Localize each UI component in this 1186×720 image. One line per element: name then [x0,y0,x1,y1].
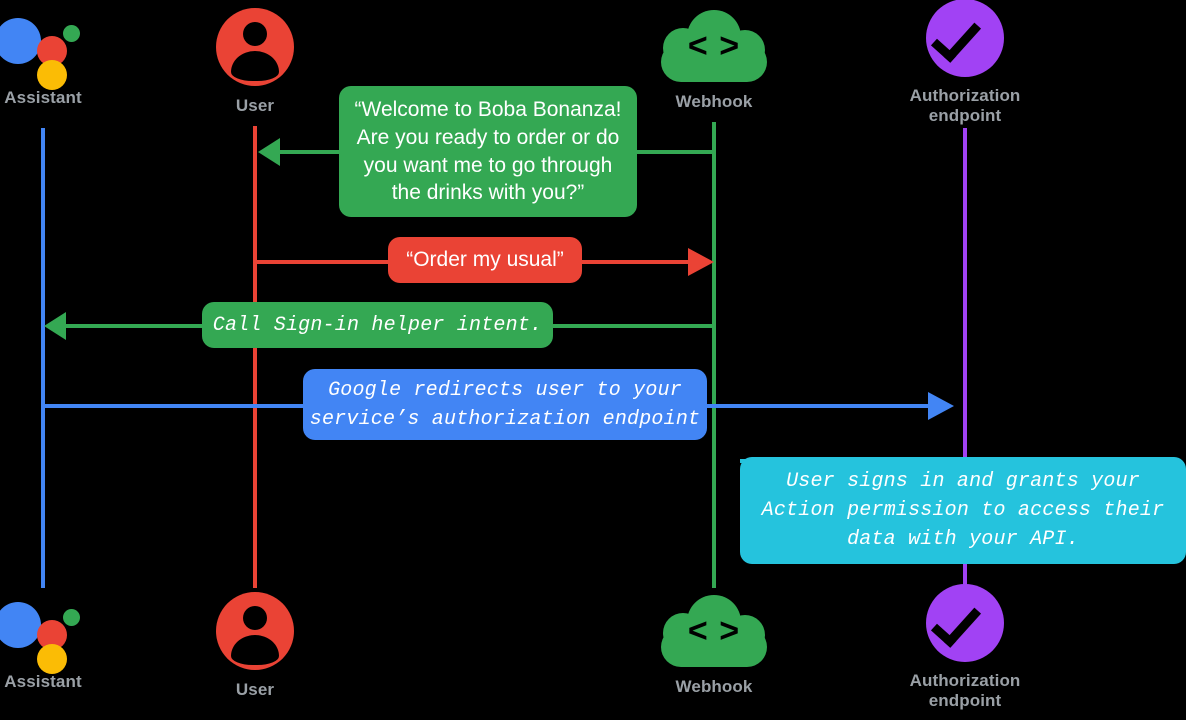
user-body [231,51,279,81]
message-text-welcome: “Welcome to Boba Bonanza! Are you ready … [354,97,622,205]
lifeline-webhook [712,122,716,588]
actor-user-bottom: User [165,592,345,700]
code-brackets-glyph: < > [687,612,741,650]
user-head [243,606,267,630]
user-body [231,635,279,665]
assistant-dot-green [63,25,80,42]
message-bubble-redirect: Google redirects user to your service’s … [303,369,707,440]
user-avatar-icon-bottom [216,592,294,670]
actor-label-webhook-bottom: Webhook [675,677,753,696]
lifeline-auth [963,128,967,588]
cloud-code-icon: < > [659,10,769,84]
assistant-dot-blue [0,18,41,64]
message-text-order: “Order my usual” [406,248,564,272]
purple-check-circle-icon [926,0,1004,77]
assistant-dot-green [63,609,80,626]
auth-circle [926,0,1004,77]
google-assistant-icon [0,8,93,90]
message-bubble-order: “Order my usual” [388,237,582,283]
actor-label-user: User [235,96,275,115]
cloud-base [661,42,767,82]
actor-webhook-bottom: < > Webhook [624,595,804,697]
actor-auth-bottom: Authorization endpoint [875,584,1055,710]
actor-auth-top: Authorization endpoint [875,0,1055,125]
message-bubble-signin: Call Sign-in helper intent. [202,302,553,348]
assistant-dot-yellow [37,60,67,90]
code-brackets-glyph: < > [687,27,741,65]
actor-assistant-bottom: Assistant [0,592,133,692]
arrowhead-order [688,248,714,276]
arrowhead-welcome [258,138,280,166]
google-assistant-icon-bottom [0,592,93,674]
lifeline-user [253,126,257,588]
actor-label-auth-bottom: Authorization endpoint [909,671,1021,710]
message-text-redirect: Google redirects user to your service’s … [309,378,701,431]
message-text-grant: User signs in and grants your Action per… [761,470,1165,551]
actor-label-assistant: Assistant [4,88,82,107]
actor-user-top: User [165,8,345,116]
cloud-base [661,627,767,667]
lifeline-assistant [41,128,45,588]
actor-webhook-top: < > Webhook [624,10,804,112]
message-bubble-grant: User signs in and grants your Action per… [740,457,1186,564]
actor-label-auth: Authorization endpoint [909,86,1021,125]
actor-label-assistant-bottom: Assistant [4,672,82,691]
actor-label-webhook: Webhook [675,92,753,111]
assistant-dot-blue [0,602,41,648]
auth-circle [926,584,1004,662]
user-head [243,22,267,46]
user-avatar-icon [216,8,294,86]
message-bubble-welcome: “Welcome to Boba Bonanza! Are you ready … [339,86,637,217]
actor-assistant-top: Assistant [0,8,133,108]
message-text-signin: Call Sign-in helper intent. [212,313,543,337]
arrowhead-signin [44,312,66,340]
purple-check-circle-icon-bottom [926,584,1004,662]
arrowhead-redirect [928,392,954,420]
assistant-dot-yellow [37,644,67,674]
actor-label-user-bottom: User [235,680,275,699]
cloud-code-icon-bottom: < > [659,595,769,669]
